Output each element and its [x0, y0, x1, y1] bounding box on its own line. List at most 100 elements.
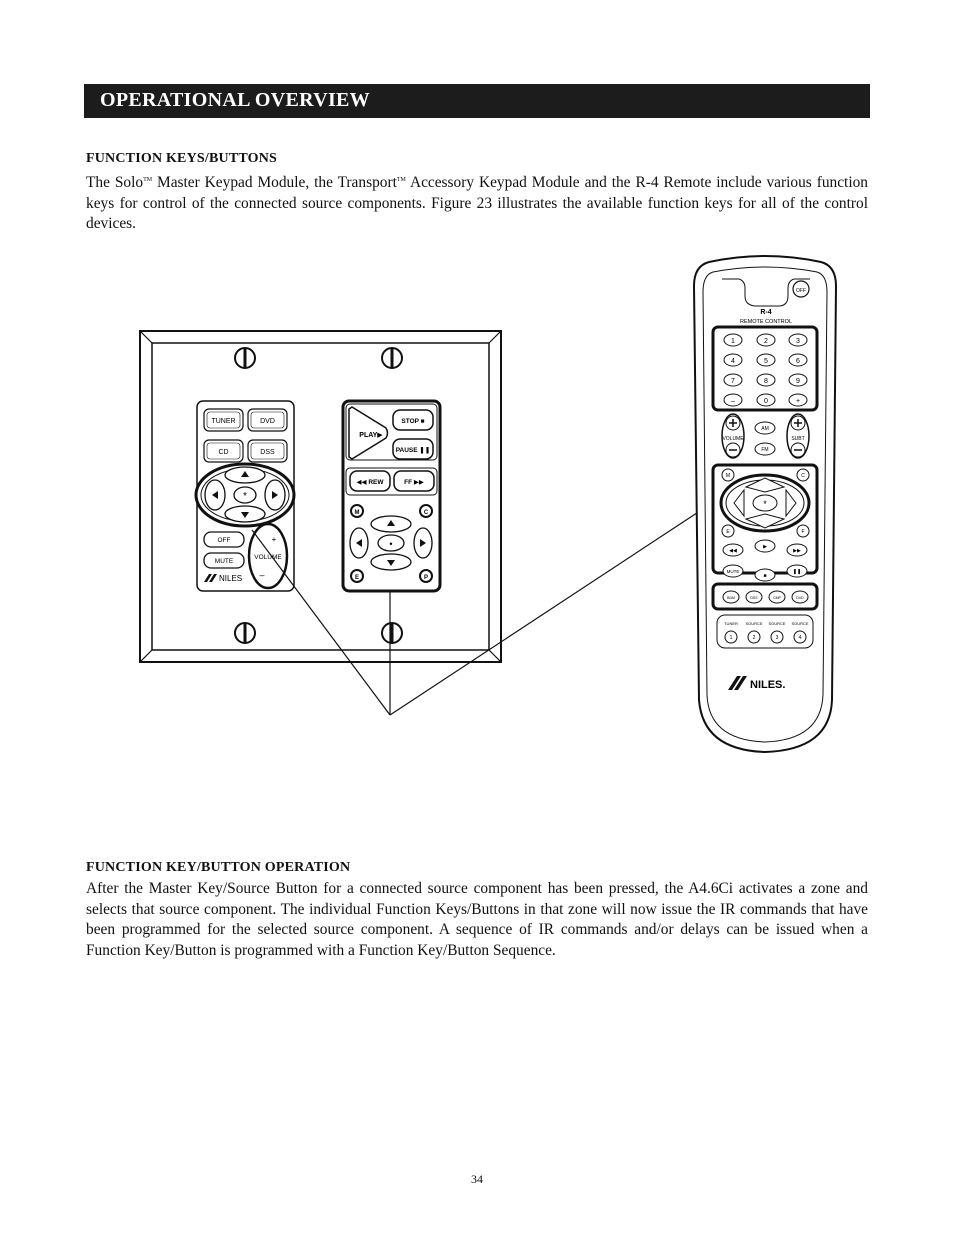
rewind-icon: ◀◀	[729, 548, 737, 554]
fast-forward-button[interactable]: FF ▶▶	[393, 470, 435, 492]
svg-text:1: 1	[730, 635, 733, 641]
remote-c-button[interactable]: C	[796, 468, 810, 482]
mute-button[interactable]: MUTE	[203, 552, 245, 569]
digit-button: +	[788, 393, 808, 407]
remote-source-buttons[interactable]: TUNER SOURCE SOURCE SOURCE 1 2 3 4	[724, 621, 809, 644]
svg-text:5: 5	[764, 358, 768, 365]
svg-text:4: 4	[799, 635, 802, 641]
am-label: AM	[761, 426, 769, 432]
arrow-down-icon	[241, 512, 249, 518]
dss-button[interactable]: DSS	[247, 439, 288, 463]
transport-e-button[interactable]: E	[350, 569, 364, 583]
svg-text:DSS: DSS	[750, 596, 758, 600]
remote-model-label: R-4	[760, 309, 771, 316]
remote-fm-button[interactable]: FM	[754, 442, 776, 456]
pause-label: PAUSE ❚❚	[396, 447, 431, 454]
mute-label: MUTE	[215, 558, 234, 565]
rewind-button[interactable]: ◀◀ REW	[349, 470, 391, 492]
dss-label: DSS	[260, 449, 275, 456]
callout-lines	[251, 504, 710, 716]
c-label: C	[424, 510, 429, 516]
arrow-right-icon	[420, 539, 426, 547]
svg-text:4: 4	[731, 358, 735, 365]
transport-keypad: PLAY▶ STOP ■ PAUSE ❚❚ ◀◀ REW FF ▶▶ M C	[341, 399, 442, 593]
remote-navigation-pad[interactable]: *	[719, 473, 811, 533]
transport-m-button[interactable]: M	[350, 504, 364, 518]
section-banner: OPERATIONAL OVERVIEW	[84, 84, 870, 118]
remote-f-button[interactable]: F	[796, 524, 810, 538]
dvd-button[interactable]: DVD	[247, 408, 288, 432]
svg-text:M: M	[726, 473, 730, 479]
tuner-label: TUNER	[211, 418, 235, 425]
remote-function-buttons[interactable]: BDM DSS CMP DVD	[722, 590, 809, 604]
off-label: OFF	[218, 537, 231, 544]
remote-off-label: OFF	[796, 288, 806, 294]
svg-text:E: E	[726, 529, 730, 535]
svg-text:F: F	[801, 529, 804, 535]
remote-brand-label: NILES.	[750, 679, 785, 691]
niles-logo: NILES	[204, 574, 242, 583]
volume-minus-label: –	[259, 570, 264, 580]
function-keys-heading: FUNCTION KEYS/BUTTONS	[86, 151, 278, 166]
svg-text:TUNER: TUNER	[724, 621, 738, 626]
digit-button: 6	[788, 353, 808, 367]
cd-button[interactable]: CD	[203, 439, 244, 463]
svg-text:6: 6	[796, 358, 800, 365]
transport-navigation-pad[interactable]: •	[349, 515, 433, 571]
stop-icon: ■	[763, 573, 766, 579]
transport-p-button[interactable]: P	[419, 569, 433, 583]
remote-m-button[interactable]: M	[721, 468, 735, 482]
fm-label: FM	[761, 447, 768, 453]
para-part-a: The Solo	[86, 174, 144, 191]
digit-button: 8	[756, 373, 776, 387]
digit-button: 0	[756, 393, 776, 407]
keypad-highlight	[711, 325, 819, 412]
r4-remote: OFF R-4 REMOTE CONTROL 1 2 3 4 5 6 7 8 9…	[692, 255, 838, 754]
volume-rocker[interactable]: + VOLUME –	[247, 522, 289, 590]
transport-center-label: •	[389, 539, 392, 549]
remote-volume-rocker[interactable]: VOLUME	[721, 413, 745, 459]
arrow-left-icon	[356, 539, 362, 547]
arrow-up-icon	[241, 471, 249, 477]
arrow-up-icon	[387, 520, 395, 526]
remote-subt-label: SUBT	[791, 436, 804, 442]
svg-text:–: –	[731, 398, 735, 405]
volume-plus-label: +	[272, 535, 277, 544]
remote-e-button[interactable]: E	[721, 524, 735, 538]
arrow-right-icon	[272, 491, 278, 499]
wall-plate	[139, 330, 502, 663]
dvd-label: DVD	[260, 418, 275, 425]
tuner-button[interactable]: TUNER	[203, 408, 244, 432]
page-number: 34	[471, 1172, 483, 1186]
digit-button: 4	[723, 353, 743, 367]
arrow-down-icon	[387, 560, 395, 566]
stop-label: STOP ■	[401, 418, 424, 425]
svg-text:3: 3	[796, 338, 800, 345]
digit-button: 2	[756, 333, 776, 347]
solo-brand-label: NILES	[219, 574, 242, 583]
remote-subt-rocker[interactable]: SUBT	[786, 413, 810, 459]
screw-icon	[234, 347, 403, 644]
play-button[interactable]: PLAY▶	[348, 406, 389, 460]
center-key-label: *	[243, 491, 247, 502]
digit-button: 5	[756, 353, 776, 367]
off-button[interactable]: OFF	[203, 531, 245, 548]
remote-off-button[interactable]: OFF	[792, 280, 810, 298]
page-title: OPERATIONAL OVERVIEW	[100, 89, 370, 111]
remote-am-button[interactable]: AM	[754, 421, 776, 435]
para-part-c: Accessory Keypad Module and the R-4 Remo…	[86, 174, 868, 232]
remote-subtitle-label: REMOTE CONTROL	[740, 319, 792, 325]
digit-button: –	[723, 393, 743, 407]
transport-c-button[interactable]: C	[419, 504, 433, 518]
pause-button[interactable]: PAUSE ❚❚	[392, 438, 434, 460]
remote-mute-label: MUTE	[727, 569, 740, 574]
solo-navigation-pad[interactable]: *	[194, 462, 296, 528]
p-label: P	[424, 575, 428, 581]
cd-label: CD	[218, 449, 228, 456]
remote-numeric-keypad[interactable]: 1 2 3 4 5 6 7 8 9 – 0 +	[723, 333, 808, 407]
svg-text:1: 1	[731, 338, 735, 345]
fast-forward-icon: ▶▶	[793, 548, 801, 554]
digit-button: 7	[723, 373, 743, 387]
stop-button[interactable]: STOP ■	[392, 409, 434, 431]
remote-transport-buttons[interactable]: ◀◀ ▶ ▶▶ MUTE ■ ❚❚	[722, 539, 808, 582]
